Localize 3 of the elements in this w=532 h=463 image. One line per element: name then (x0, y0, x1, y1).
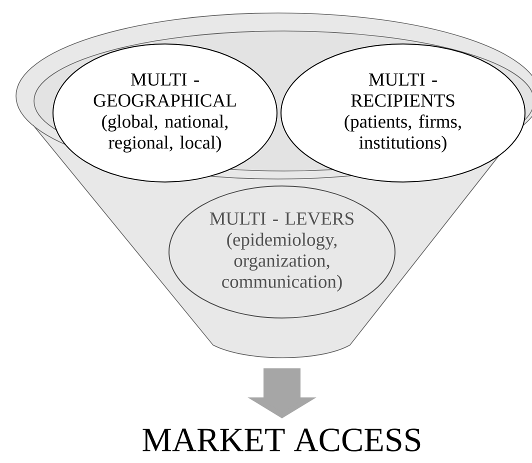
heading-text: MARKET ACCESS (142, 428, 420, 452)
node-label: MULTI - RECIPIENTS (351, 73, 454, 107)
node-label: (patients, firms, institutions) (344, 114, 461, 153)
